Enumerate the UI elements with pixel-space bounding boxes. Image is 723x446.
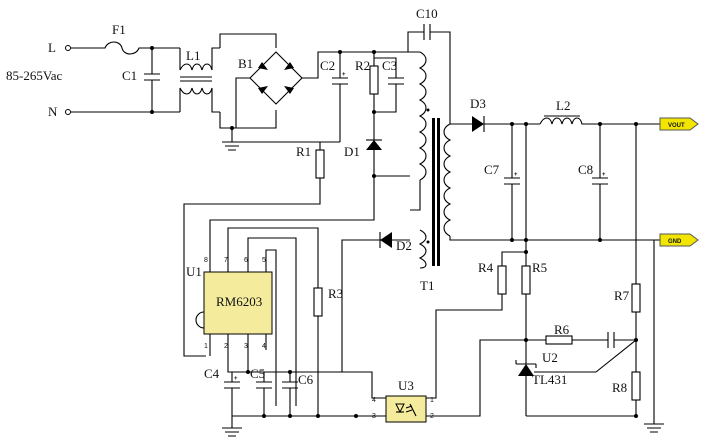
input-terminals: L N 85-265Vac [6,40,71,119]
gnd-tag: GND [668,239,682,245]
cap-c2: C2 + [320,52,348,142]
cap-c7-label: C7 [484,162,500,177]
res-r1: R1 [183,142,325,357]
controller-u1: U1 RM6203 8 7 6 5 1 2 3 4 [186,176,375,406]
output-caps: C7 C8 + + [484,124,608,242]
cap-c10-label: C10 [416,6,438,21]
u1-pin-1: 1 [204,343,208,350]
opto-pin-1: 1 [430,397,434,404]
fuse-label: F1 [112,22,126,37]
secondary-ground [644,240,664,433]
controller-part-label: RM6203 [216,294,262,309]
svg-text:+: + [602,172,606,178]
res-r4-label: R4 [478,260,494,275]
res-r7-r8: R7 R8 [526,124,641,418]
shunt-part-label: TL431 [532,372,567,387]
cap-c2-label: C2 [320,58,335,73]
shunt-ref-label: U2 [542,350,558,365]
res-r4-r5: R4 R5 [426,124,547,417]
res-r1-label: R1 [296,144,311,159]
primary-ground-bus [222,414,386,437]
u1-pin-2: 2 [224,343,228,350]
svg-text:+: + [234,376,238,382]
cap-c8-label: C8 [578,162,593,177]
opto-pin-2: 2 [430,413,434,420]
snubber-rc: R2 C3 [355,52,404,114]
bridge-label: B1 [238,56,253,71]
diode-d1-label: D1 [344,144,360,159]
svg-text:+: + [514,172,518,178]
diode-d2-label: D2 [396,238,412,253]
res-r2-label: R2 [355,58,370,73]
vout-terminal: VOUT [659,117,699,131]
u1-pin-4: 4 [262,343,266,350]
res-r6-label: R6 [554,322,570,337]
svg-text:+: + [342,72,346,78]
res-r8-label: R8 [612,380,627,395]
fuse-f1: F1 [71,22,180,55]
shunt-u2: U2 TL431 [515,339,637,416]
res-r3-label: R3 [328,286,343,301]
neutral-label: N [48,104,58,119]
controller-ref-label: U1 [186,264,202,279]
comp-network: R6 [526,322,638,348]
cap-c6-label: C6 [298,372,314,387]
cap-c4-label: C4 [204,366,220,381]
inductor-l2-label: L2 [556,98,570,113]
u1-pin-7: 7 [224,257,228,264]
cap-c3-label: C3 [382,58,397,73]
cap-c10: C10 [407,6,451,52]
diode-d3-label: D3 [470,96,486,111]
transformer-label: T1 [420,278,434,293]
vout-tag: VOUT [668,123,685,129]
cap-c1: C1 [122,46,160,114]
diode-d1: D1 [344,112,410,178]
gnd-terminal: GND [659,233,699,247]
cap-c5-label: C5 [250,366,265,381]
inductor-l1: L1 [179,47,220,113]
u1-pin-5: 5 [262,257,266,264]
input-voltage-label: 85-265Vac [6,68,63,83]
transformer-t1: T1 [410,44,660,293]
cap-c1-label: C1 [122,68,137,83]
opto-u3: U3 4 3 1 2 [372,378,434,423]
u1-pin-6: 6 [244,257,248,264]
aux-caps: C4 C5 C6 + [204,366,386,416]
diode-d2: D2 [341,232,412,372]
opto-ref-label: U3 [398,378,414,393]
res-r7-label: R7 [614,288,630,303]
u1-pin-8: 8 [204,257,208,264]
u1-pin-3: 3 [244,343,248,350]
res-r3: R3 [313,286,343,416]
res-r5-label: R5 [532,260,547,275]
line-label: L [48,40,56,55]
bridge-b1: B1 [219,33,340,151]
inductor-l2: L2 [539,98,660,126]
opto-pin-4: 4 [372,397,376,404]
inductor-l1-label: L1 [186,48,200,63]
